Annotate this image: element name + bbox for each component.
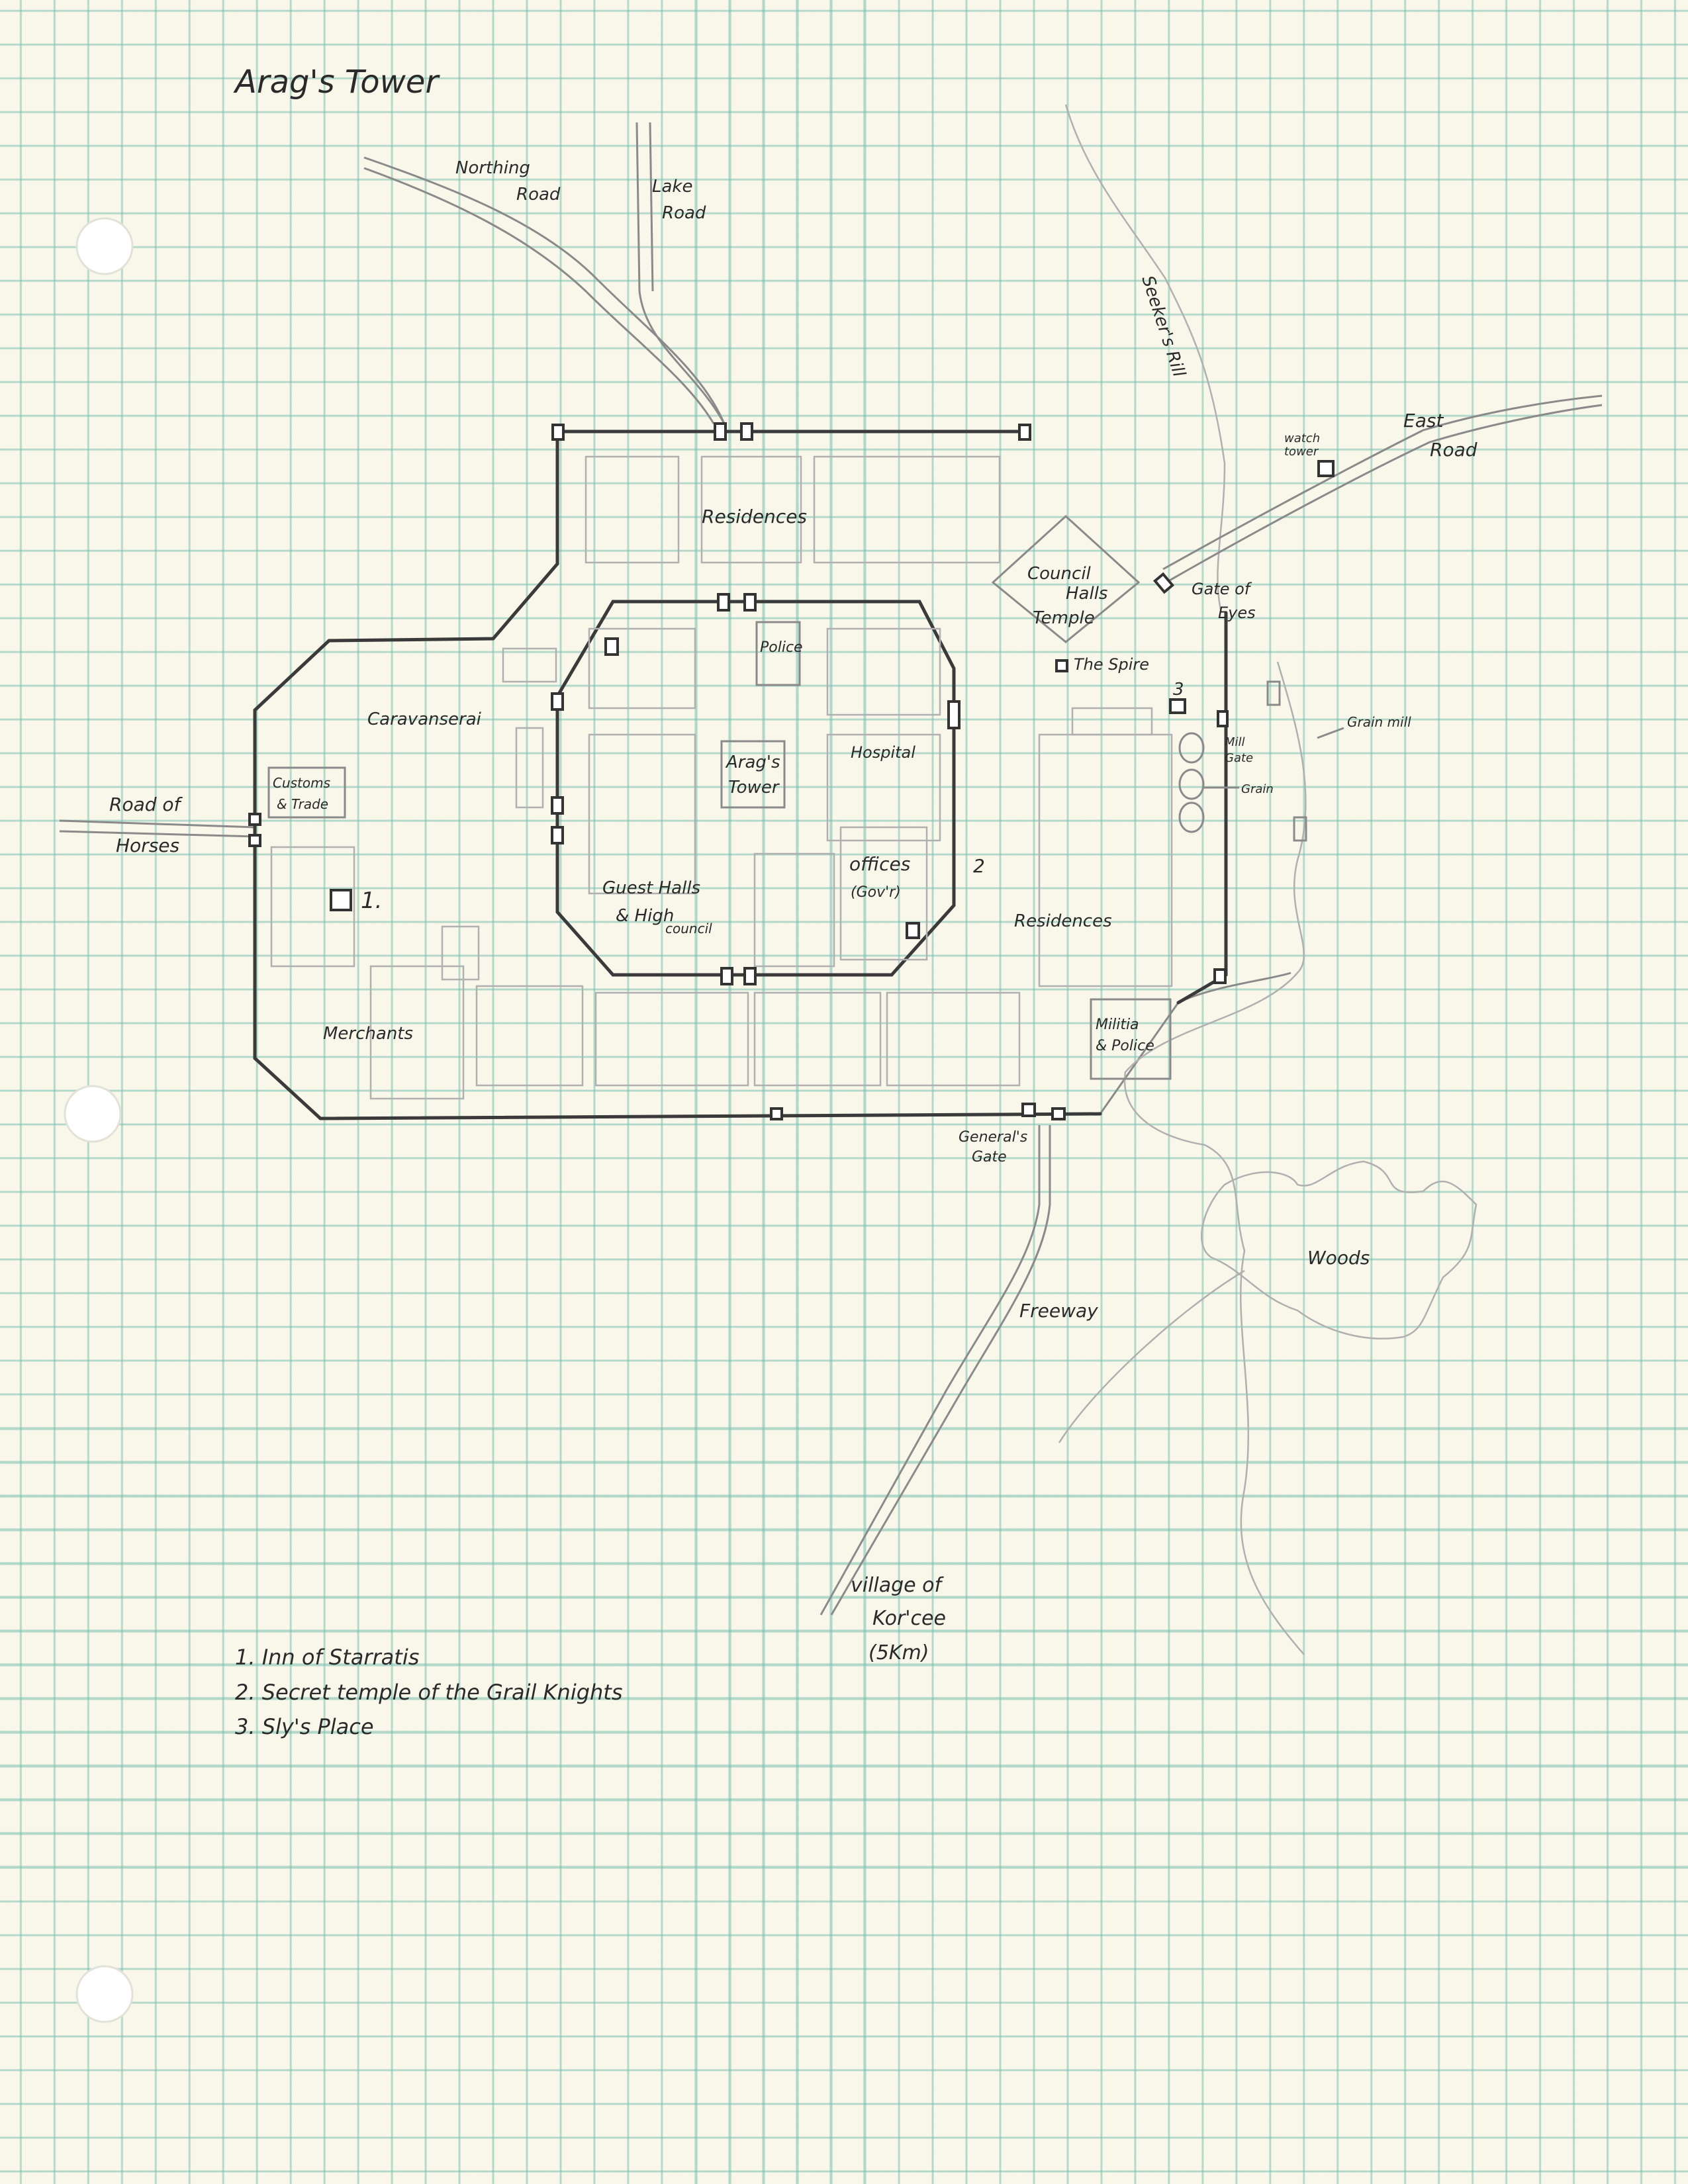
inn-building [330,889,352,911]
police-building [755,621,801,686]
legend-item: 1. Inn of Starratis [235,1645,419,1670]
legend-item: 2. Secret temple of the Grail Knights [235,1680,623,1705]
road-of-horses [59,819,256,838]
east-road [1162,394,1603,582]
stream [1123,661,1307,1655]
customs-building [267,766,346,819]
label-merchants: Merchants [323,1024,413,1044]
label-grain: Grain [1241,782,1274,796]
label-seekers-rill: Seeker's Rill [1137,273,1189,380]
punch-hole [75,1965,134,2023]
marker-2: 2 [973,855,985,877]
label-freeway: Freeway [1019,1300,1098,1322]
arags-tower-building [720,740,786,809]
lake-road [635,122,726,424]
outer-wall [253,430,1228,1120]
label-grain-mill: Grain mill [1347,714,1411,730]
militia-building [1090,998,1172,1080]
marker-1: 1. [361,887,382,914]
mill-building [1293,816,1307,842]
spire-building [1055,659,1068,672]
grain-silo [1178,801,1205,833]
grain-silo [1178,768,1205,800]
gates [248,422,1229,1120]
punch-hole [64,1085,122,1143]
northing-road [363,156,726,424]
label-militia: Militia& Police [1096,1017,1154,1054]
legend: 1. Inn of Starratis 2. Secret temple of … [235,1645,623,1739]
freeway [820,1125,1051,1615]
label-the-spire: The Spire [1074,655,1149,674]
label-hospital: Hospital [851,743,915,762]
label-woods: Woods [1307,1247,1370,1269]
map-title: Arag's Tower [233,64,440,101]
label-residences-east: Residences [1014,911,1112,931]
watch-tower-building [1317,460,1335,477]
label-residences-north: Residences [702,506,807,527]
slys-place-building [1169,698,1186,714]
label-customs: Customs& Trade [273,775,330,812]
mill-building [1266,680,1281,706]
woods-outline [1200,1160,1477,1340]
city-blocks [270,455,1173,1100]
grain-silo [1178,732,1205,764]
marker-3: 3 [1173,680,1184,700]
inner-wall [555,600,956,977]
seekers-rill [1064,104,1226,614]
grain-mill-pointer [1317,727,1344,739]
council-complex [991,514,1141,643]
label-caravanserai: Caravanserai [367,709,482,729]
label-police: Police [760,639,803,656]
label-temple: Temple [1033,608,1095,628]
punch-hole [75,217,134,275]
woods-trail [1058,1269,1245,1443]
legend-item: 3. Sly's Place [235,1714,374,1739]
label-offices: offices(Gov'r) [849,853,910,901]
